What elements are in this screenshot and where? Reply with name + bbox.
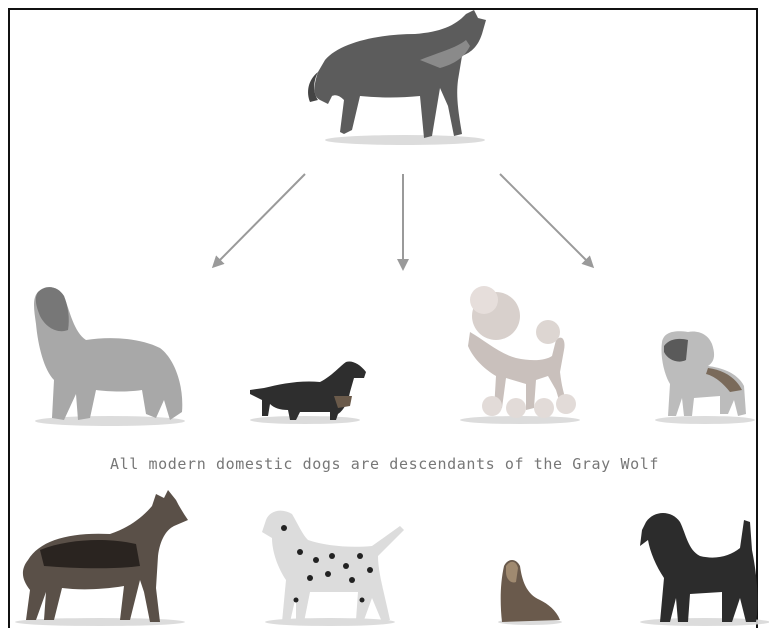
diagram-caption: All modern domestic dogs are descendants…: [0, 455, 769, 473]
poodle-icon: [460, 286, 580, 424]
dachshund-icon: [250, 361, 366, 424]
arrow-to-right: [500, 174, 592, 266]
briard-icon: [34, 287, 185, 426]
kerry-blue-terrier-icon: [640, 513, 769, 626]
german-shepherd-icon: [15, 490, 188, 626]
arrow-to-left: [214, 174, 305, 266]
gray-wolf-icon: [308, 10, 486, 145]
dalmatian-icon: [262, 511, 404, 626]
yorkshire-terrier-icon: [498, 560, 562, 625]
bulldog-icon: [655, 331, 755, 424]
